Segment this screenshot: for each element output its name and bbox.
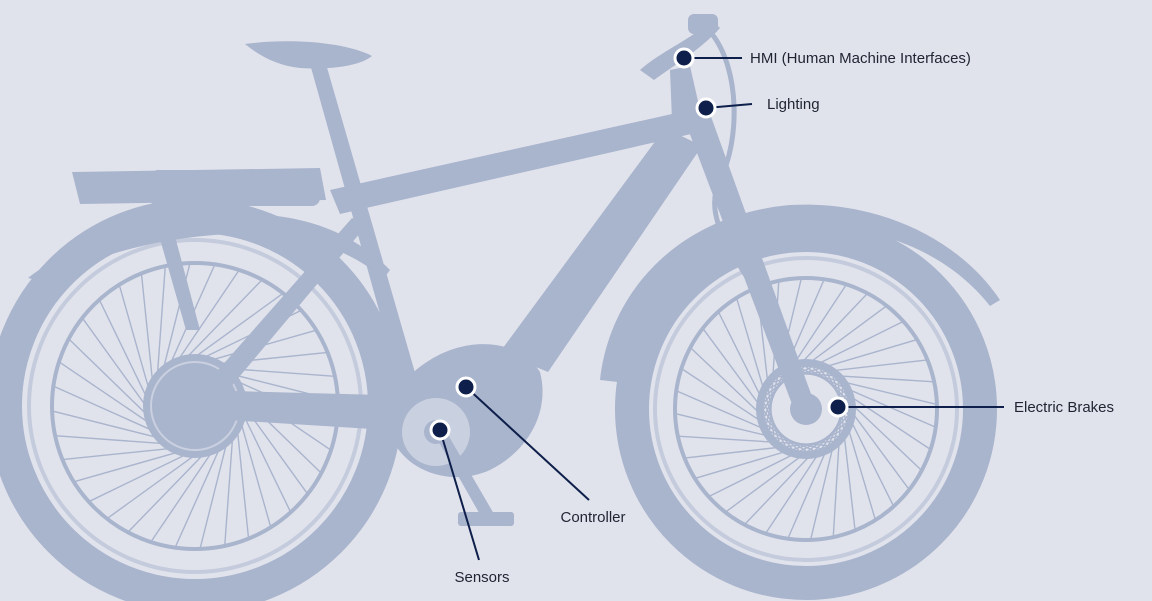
lighting-marker[interactable] <box>697 99 715 117</box>
grip <box>688 14 718 34</box>
electric-brakes-label: Electric Brakes <box>1014 399 1114 416</box>
lighting-label: Lighting <box>767 96 820 113</box>
saddle <box>245 41 372 68</box>
controller-label: Controller <box>560 509 625 526</box>
bike-silhouette <box>5 14 1000 596</box>
hmi-marker[interactable] <box>675 49 693 67</box>
controller-marker[interactable] <box>457 378 475 396</box>
electric-brakes-marker[interactable] <box>829 398 847 416</box>
sensors-marker[interactable] <box>431 421 449 439</box>
front-wheel <box>632 235 980 583</box>
sensors-label: Sensors <box>454 569 509 586</box>
battery <box>150 170 320 206</box>
hmi-label: HMI (Human Machine Interfaces) <box>750 50 971 67</box>
